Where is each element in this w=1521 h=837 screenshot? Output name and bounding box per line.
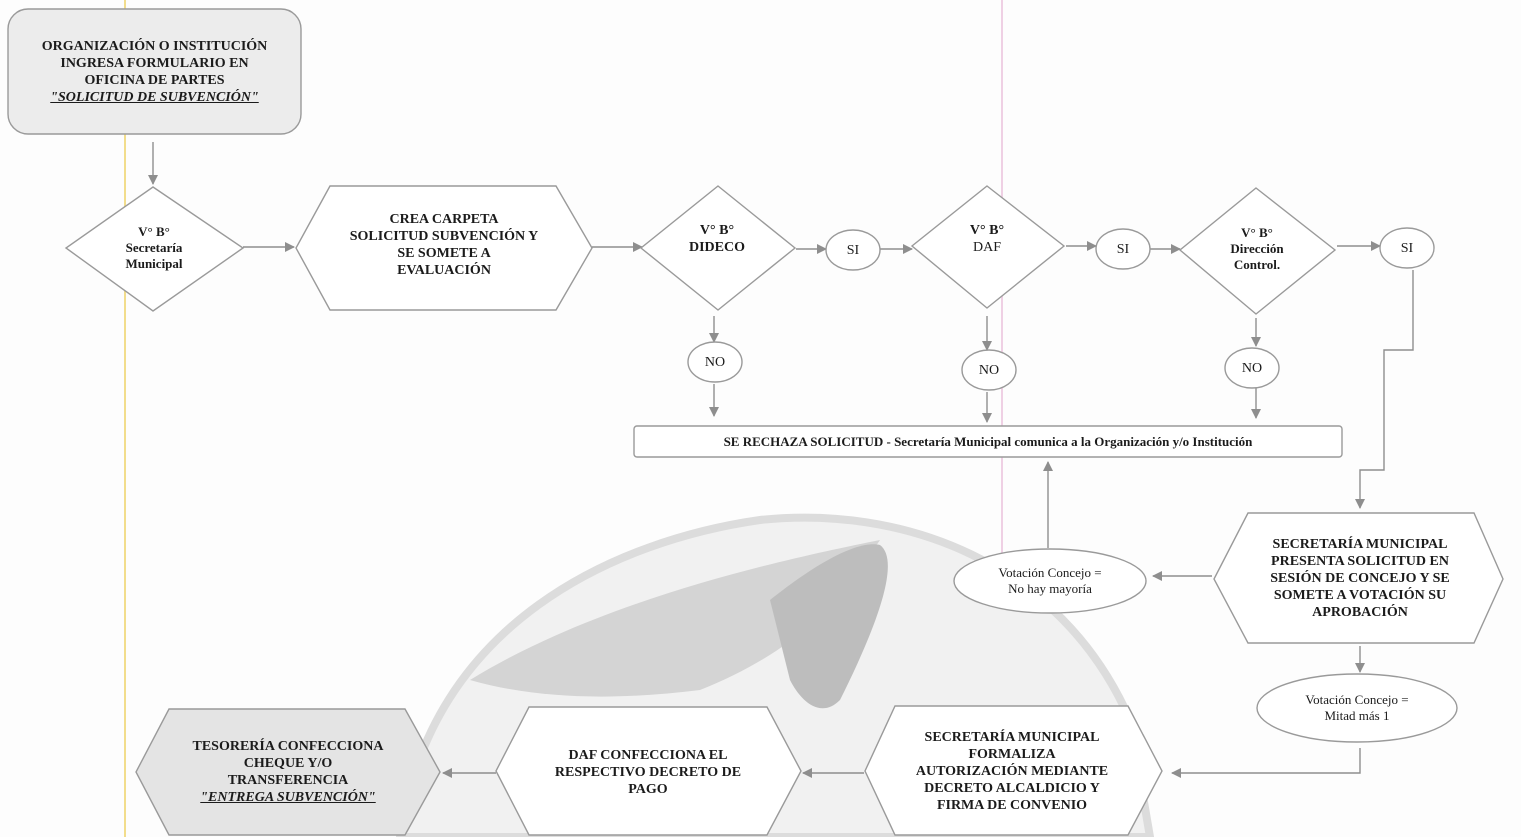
decision-dideco-shape: [639, 185, 797, 311]
si-dideco-shape: [825, 229, 881, 271]
tesoreria-line-1: TESORERÍA CONFECCIONA: [192, 739, 384, 754]
decision-control-line-2: Dirección: [1230, 241, 1284, 256]
votacion-si-node: Votación Concejo = Mitad más 1: [1262, 683, 1452, 733]
start-line-4: "SOLICITUD DE SUBVENCIÓN": [50, 89, 259, 105]
votacion-si-line-2: Mitad más 1: [1324, 708, 1390, 723]
si-daf-label: SI: [1116, 241, 1130, 257]
votacion-no-node: Votación Concejo = No hay mayoría: [960, 556, 1140, 606]
decision-daf-shape: [910, 185, 1066, 309]
crea-carpeta-line-1: CREA CARPETA: [389, 212, 499, 227]
formaliza-line-1: SECRETARÍA MUNICIPAL: [924, 729, 1100, 745]
no-dideco-shape: [687, 341, 743, 383]
daf-decreto-node: DAF CONFECCIONA EL RESPECTIVO DECRETO DE…: [516, 730, 780, 814]
si-daf-shape: [1095, 228, 1151, 270]
scan-line-yellow: [124, 0, 126, 837]
si-dideco-label: SI: [846, 242, 860, 258]
tesoreria-node: TESORERÍA CONFECCIONA CHEQUE Y/O TRANSFE…: [150, 724, 426, 820]
crea-carpeta-line-2: SOLICITUD SUBVENCIÓN Y: [349, 229, 539, 244]
decision-secretaria-line-1: V° B°: [138, 224, 170, 239]
votacion-si-line-1: Votación Concejo =: [1305, 692, 1409, 707]
si-control-label: SI: [1400, 240, 1414, 256]
presenta-node: SECRETARÍA MUNICIPAL PRESENTA SOLICITUD …: [1232, 520, 1488, 636]
decision-secretaria-shape: [64, 186, 245, 312]
start-node-shape: [7, 8, 302, 135]
decision-control-line-1: V° B°: [1241, 225, 1273, 240]
start-line-2: INGRESA FORMULARIO EN: [60, 55, 249, 71]
presenta-line-2: PRESENTA SOLICITUD EN: [1271, 553, 1449, 569]
decision-daf: V° B° DAF: [934, 214, 1040, 264]
rechaza-node: SE RECHAZA SOLICITUD - Secretaría Munici…: [723, 433, 1253, 449]
formaliza-node: SECRETARÍA MUNICIPAL FORMALIZA AUTORIZAC…: [882, 714, 1142, 828]
votacion-no-line-2: No hay mayoría: [1008, 581, 1092, 596]
votacion-no-line-1: Votación Concejo =: [998, 565, 1102, 580]
decision-daf-line-2: DAF: [972, 240, 1001, 255]
crea-carpeta-line-3: SE SOMETE A: [397, 246, 491, 261]
daf-decreto-line-2: RESPECTIVO DECRETO DE: [554, 764, 742, 780]
start-line-3: OFICINA DE PARTES: [84, 72, 225, 88]
formaliza-shape: [864, 705, 1163, 836]
decision-dideco-line-2: DIDECO: [688, 240, 745, 255]
presenta-line-4: SOMETE A VOTACIÓN SU: [1273, 587, 1447, 603]
no-daf-shape: [961, 349, 1017, 391]
daf-decreto-shape: [495, 706, 802, 836]
votacion-no-shape: [953, 548, 1147, 614]
daf-decreto-line-3: PAGO: [628, 781, 668, 797]
scan-line-pink: [1001, 0, 1003, 837]
tesoreria-line-3: TRANSFERENCIA: [227, 773, 349, 788]
decision-secretaria-line-3: Municipal: [125, 256, 183, 271]
decision-daf-line-1: V° B°: [969, 223, 1005, 238]
crea-carpeta-node: CREA CARPETA SOLICITUD SUBVENCIÓN Y SE S…: [312, 200, 576, 290]
tesoreria-line-4: "ENTREGA SUBVENCIÓN": [200, 790, 376, 805]
presenta-line-3: SESIÓN DE CONCEJO Y SE: [1270, 570, 1450, 586]
decision-secretaria-line-2: Secretaría: [125, 240, 183, 255]
formaliza-line-2: FORMALIZA: [968, 746, 1056, 762]
tesoreria-shape: [135, 708, 441, 836]
rechaza-shape: [633, 425, 1343, 458]
crea-carpeta-shape: [295, 185, 593, 311]
connectors: [148, 142, 1414, 778]
presenta-line-5: APROBACIÓN: [1312, 604, 1408, 620]
presenta-shape: [1213, 512, 1504, 644]
no-control-label: NO: [1241, 360, 1263, 376]
decision-dideco: V° B° DIDECO: [664, 214, 770, 264]
votacion-si-shape: [1256, 673, 1458, 743]
decision-control-shape: [1178, 187, 1337, 315]
presenta-line-1: SECRETARÍA MUNICIPAL: [1272, 536, 1448, 552]
decision-secretaria: V° B° Secretaría Municipal: [96, 210, 212, 286]
no-daf-label: NO: [978, 362, 1000, 378]
no-dideco-label: NO: [704, 354, 726, 370]
decision-control: V° B° Dirección Control.: [1204, 218, 1310, 280]
si-control-shape: [1379, 227, 1435, 269]
start-line-1: ORGANIZACIÓN O INSTITUCIÓN: [41, 38, 268, 54]
no-control-shape: [1224, 347, 1280, 389]
decision-dideco-line-1: V° B°: [699, 223, 735, 238]
tesoreria-line-2: CHEQUE Y/O: [243, 756, 333, 771]
formaliza-line-3: AUTORIZACIÓN MEDIANTE: [915, 763, 1109, 779]
daf-decreto-line-1: DAF CONFECCIONA EL: [568, 747, 728, 763]
formaliza-line-4: DECRETO ALCALDICIO Y: [924, 780, 1100, 796]
crea-carpeta-line-4: EVALUACIÓN: [397, 263, 491, 278]
start-node: ORGANIZACIÓN O INSTITUCIÓN INGRESA FORMU…: [10, 12, 299, 131]
formaliza-line-5: FIRMA DE CONVENIO: [936, 797, 1088, 813]
decision-control-line-3: Control.: [1233, 257, 1281, 272]
